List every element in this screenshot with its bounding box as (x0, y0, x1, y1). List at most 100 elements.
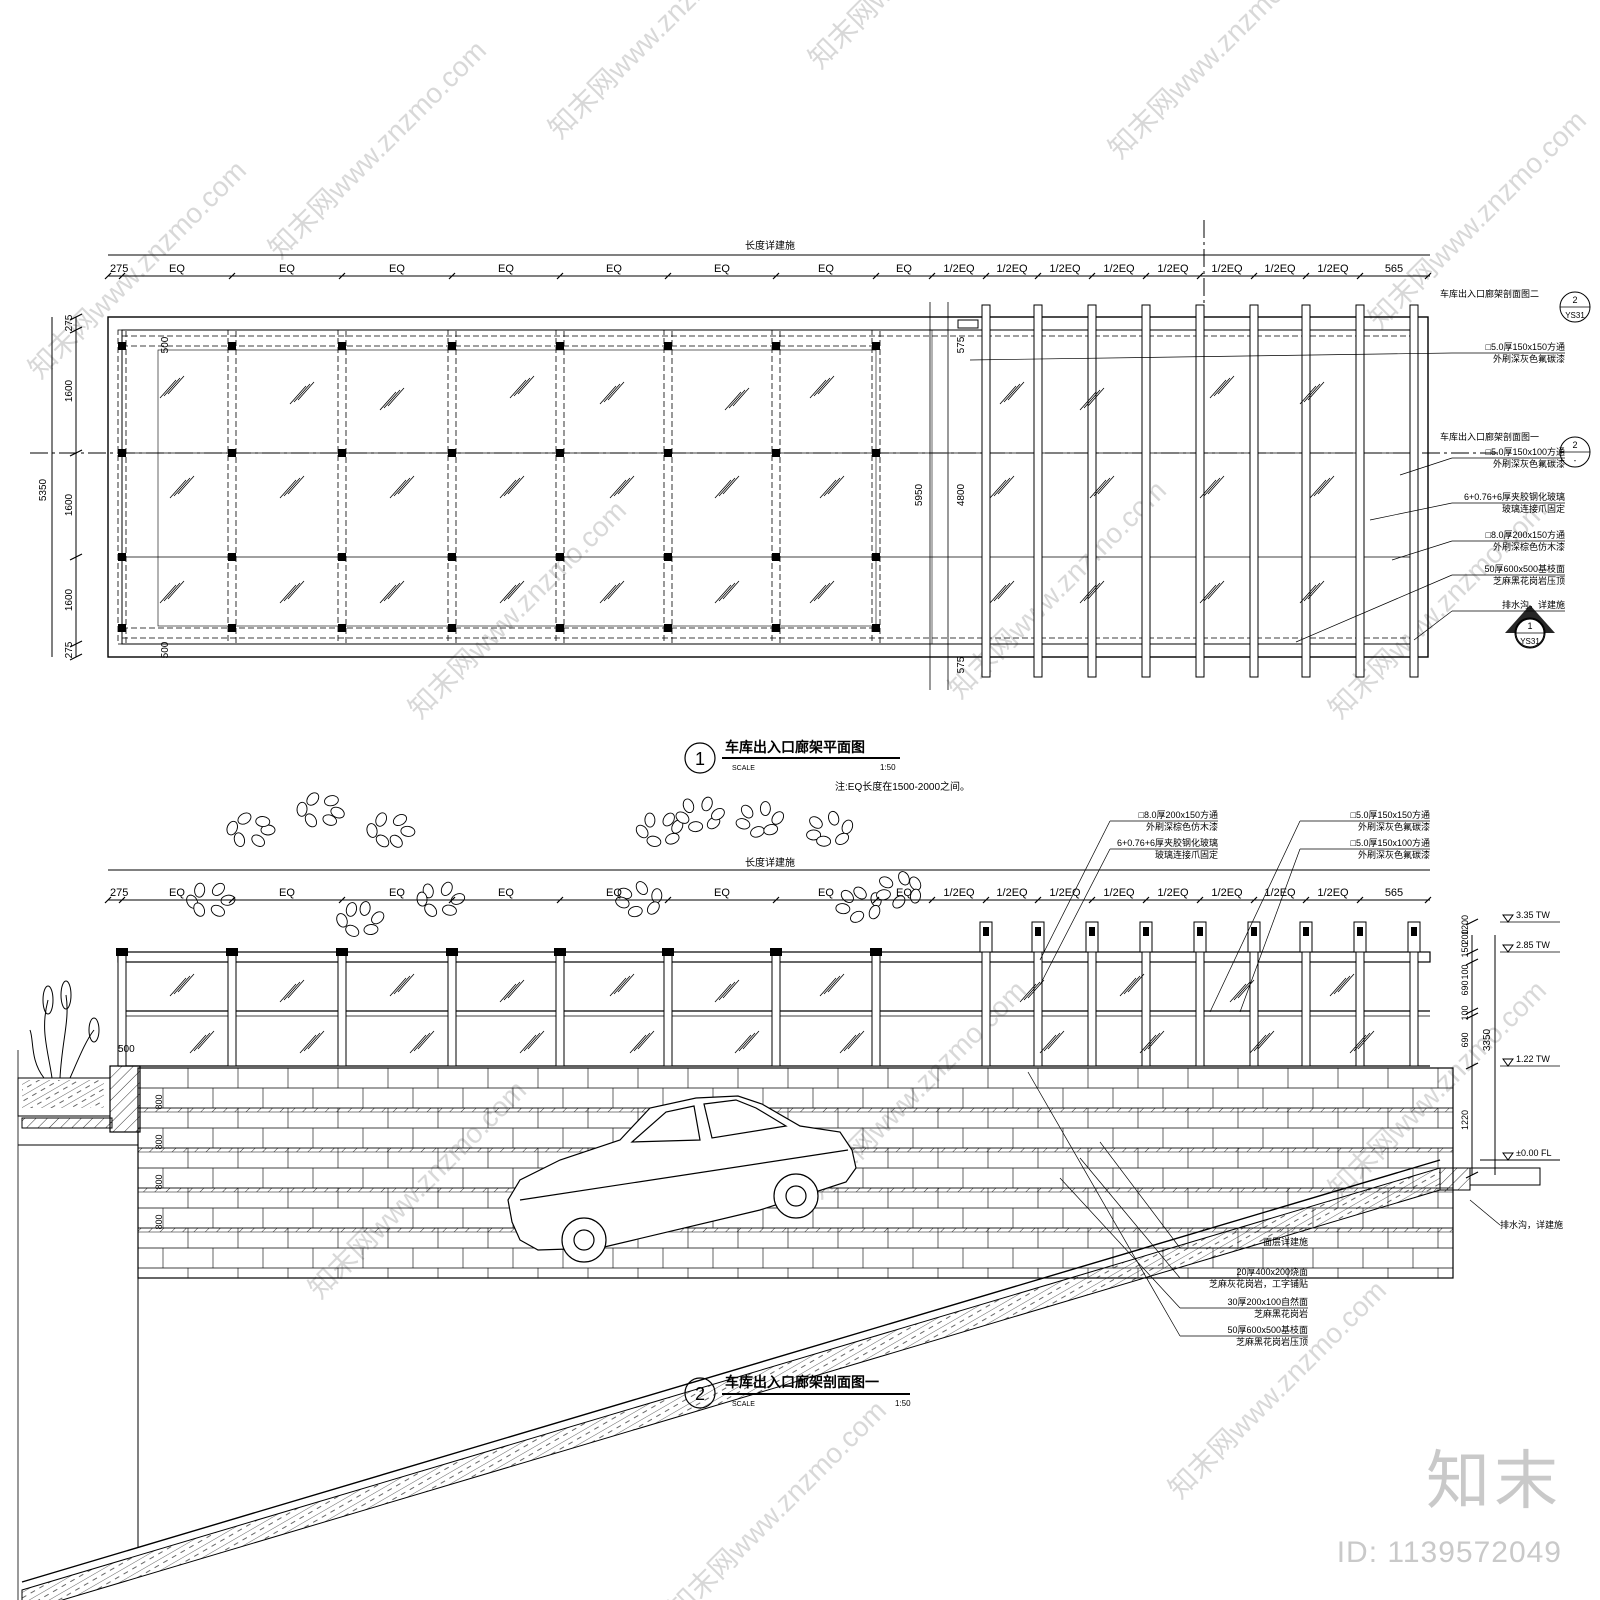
glass-mark (499, 983, 517, 1003)
plan-node (118, 342, 126, 350)
dim-label: 1/2EQ (1264, 263, 1296, 275)
glass-mark (1047, 1030, 1065, 1050)
leaf (763, 824, 779, 836)
dim-label: 1/2EQ (996, 887, 1028, 899)
glass-mark (1123, 975, 1141, 995)
leaf (322, 814, 337, 826)
section-post (1033, 951, 1043, 1067)
section-title-number: 2 (695, 1384, 705, 1404)
section-callout-line1: 20厚400x200烧面 (1236, 1266, 1308, 1277)
dim-label: 1/2EQ (1211, 887, 1243, 899)
glass-mark (997, 475, 1015, 495)
plan-node (664, 624, 672, 632)
glass-mark (724, 391, 742, 411)
dim-label: 1/2EQ (943, 887, 975, 899)
glass-mark (503, 477, 521, 497)
dim-label: EQ (818, 887, 834, 899)
plan-node (338, 342, 346, 350)
slat-end-core (1197, 927, 1203, 936)
slat-end-core (983, 927, 989, 936)
leaf (255, 816, 271, 828)
plan-node (772, 624, 780, 632)
glass-mark (383, 582, 401, 602)
dim-tick (118, 896, 126, 904)
leader-line (1295, 574, 1453, 643)
leaf (363, 924, 379, 936)
glass-mark (1087, 387, 1105, 407)
plan-node (228, 553, 236, 561)
leaf (392, 814, 408, 826)
glass-mark (1229, 983, 1247, 1003)
level-marker (1502, 914, 1514, 923)
glass-mark (993, 582, 1011, 602)
plan-dim-4800: 4800 (956, 483, 967, 506)
plan-callout-line1: 6+0.76+6厚夹胶钢化玻璃 (1464, 491, 1565, 502)
dim-label: 1/2EQ (1317, 263, 1349, 275)
glass-mark (1089, 479, 1107, 499)
leaf (237, 812, 252, 825)
leaf (251, 834, 265, 847)
section-post (1301, 951, 1311, 1067)
post-cap (770, 948, 782, 956)
leaf (194, 882, 206, 898)
plan-overall-label: 长度详建施 (745, 239, 795, 252)
glass-mark (1147, 1030, 1165, 1050)
leaf (662, 812, 675, 827)
drain-label: 排水沟，详建施 (1500, 1219, 1563, 1230)
slat-end (1085, 921, 1099, 953)
plan-scale-label: SCALE (732, 765, 755, 772)
dim-tick (772, 272, 780, 280)
glass-mark (734, 1034, 752, 1054)
glass-mark (159, 379, 177, 399)
dim-label: EQ (389, 263, 405, 275)
glass-mark (1253, 1032, 1271, 1052)
leaf (898, 871, 910, 886)
plan-note: 注:EQ长度在1500-2000之间。 (835, 780, 970, 793)
brand-logo: 知末 (1426, 1445, 1562, 1519)
plan-node (338, 624, 346, 632)
dim-tick (556, 272, 564, 280)
post-cap (116, 948, 128, 956)
plan-node (118, 449, 126, 457)
section-callout-line2: 外刷深棕色仿木漆 (1146, 821, 1218, 832)
slat-end (1353, 921, 1367, 953)
dim-tick (664, 896, 672, 904)
glass-mark (519, 1034, 537, 1054)
section-callout-line1: 面层详建施 (1263, 1236, 1308, 1247)
glass-mark (1317, 475, 1335, 495)
glass-mark (1203, 477, 1221, 497)
glass-mark (287, 580, 305, 600)
glass-mark (389, 479, 407, 499)
plan-slat (1355, 304, 1365, 678)
plan-post (663, 329, 673, 645)
leaf (442, 904, 457, 916)
glass-mark (1203, 582, 1221, 602)
dim-tick (1465, 1062, 1479, 1070)
leaf (816, 835, 832, 847)
glass-mark (637, 1030, 655, 1050)
plan-callout-line1: 50厚600x500基枝面 (1484, 563, 1565, 574)
glass-mark (379, 584, 397, 604)
dim-label: EQ (498, 263, 514, 275)
dim-label: 1/2EQ (1049, 263, 1081, 275)
plan-callout-line1: □5.0厚150x150方通 (1486, 341, 1565, 352)
left-planter (17, 980, 141, 1600)
plan-node (556, 553, 564, 561)
glass-mark (823, 477, 841, 497)
glass-mark (283, 477, 301, 497)
dim-tick (338, 896, 346, 904)
dim-label: EQ (896, 263, 912, 275)
glass-mark (617, 973, 635, 993)
section-scale-label: SCALE (732, 1401, 755, 1408)
section-posts (116, 948, 1419, 1067)
glass-mark (379, 391, 397, 411)
glass-mark (738, 1032, 756, 1052)
level-label: 1.22 TW (1516, 1054, 1550, 1064)
slat-end (1193, 921, 1207, 953)
section-callout-line1: 6+0.76+6厚夹胶钢化玻璃 (1117, 837, 1218, 848)
glass-mark (303, 1032, 321, 1052)
plan-slat (1141, 304, 1151, 678)
slat-end (1247, 921, 1261, 953)
